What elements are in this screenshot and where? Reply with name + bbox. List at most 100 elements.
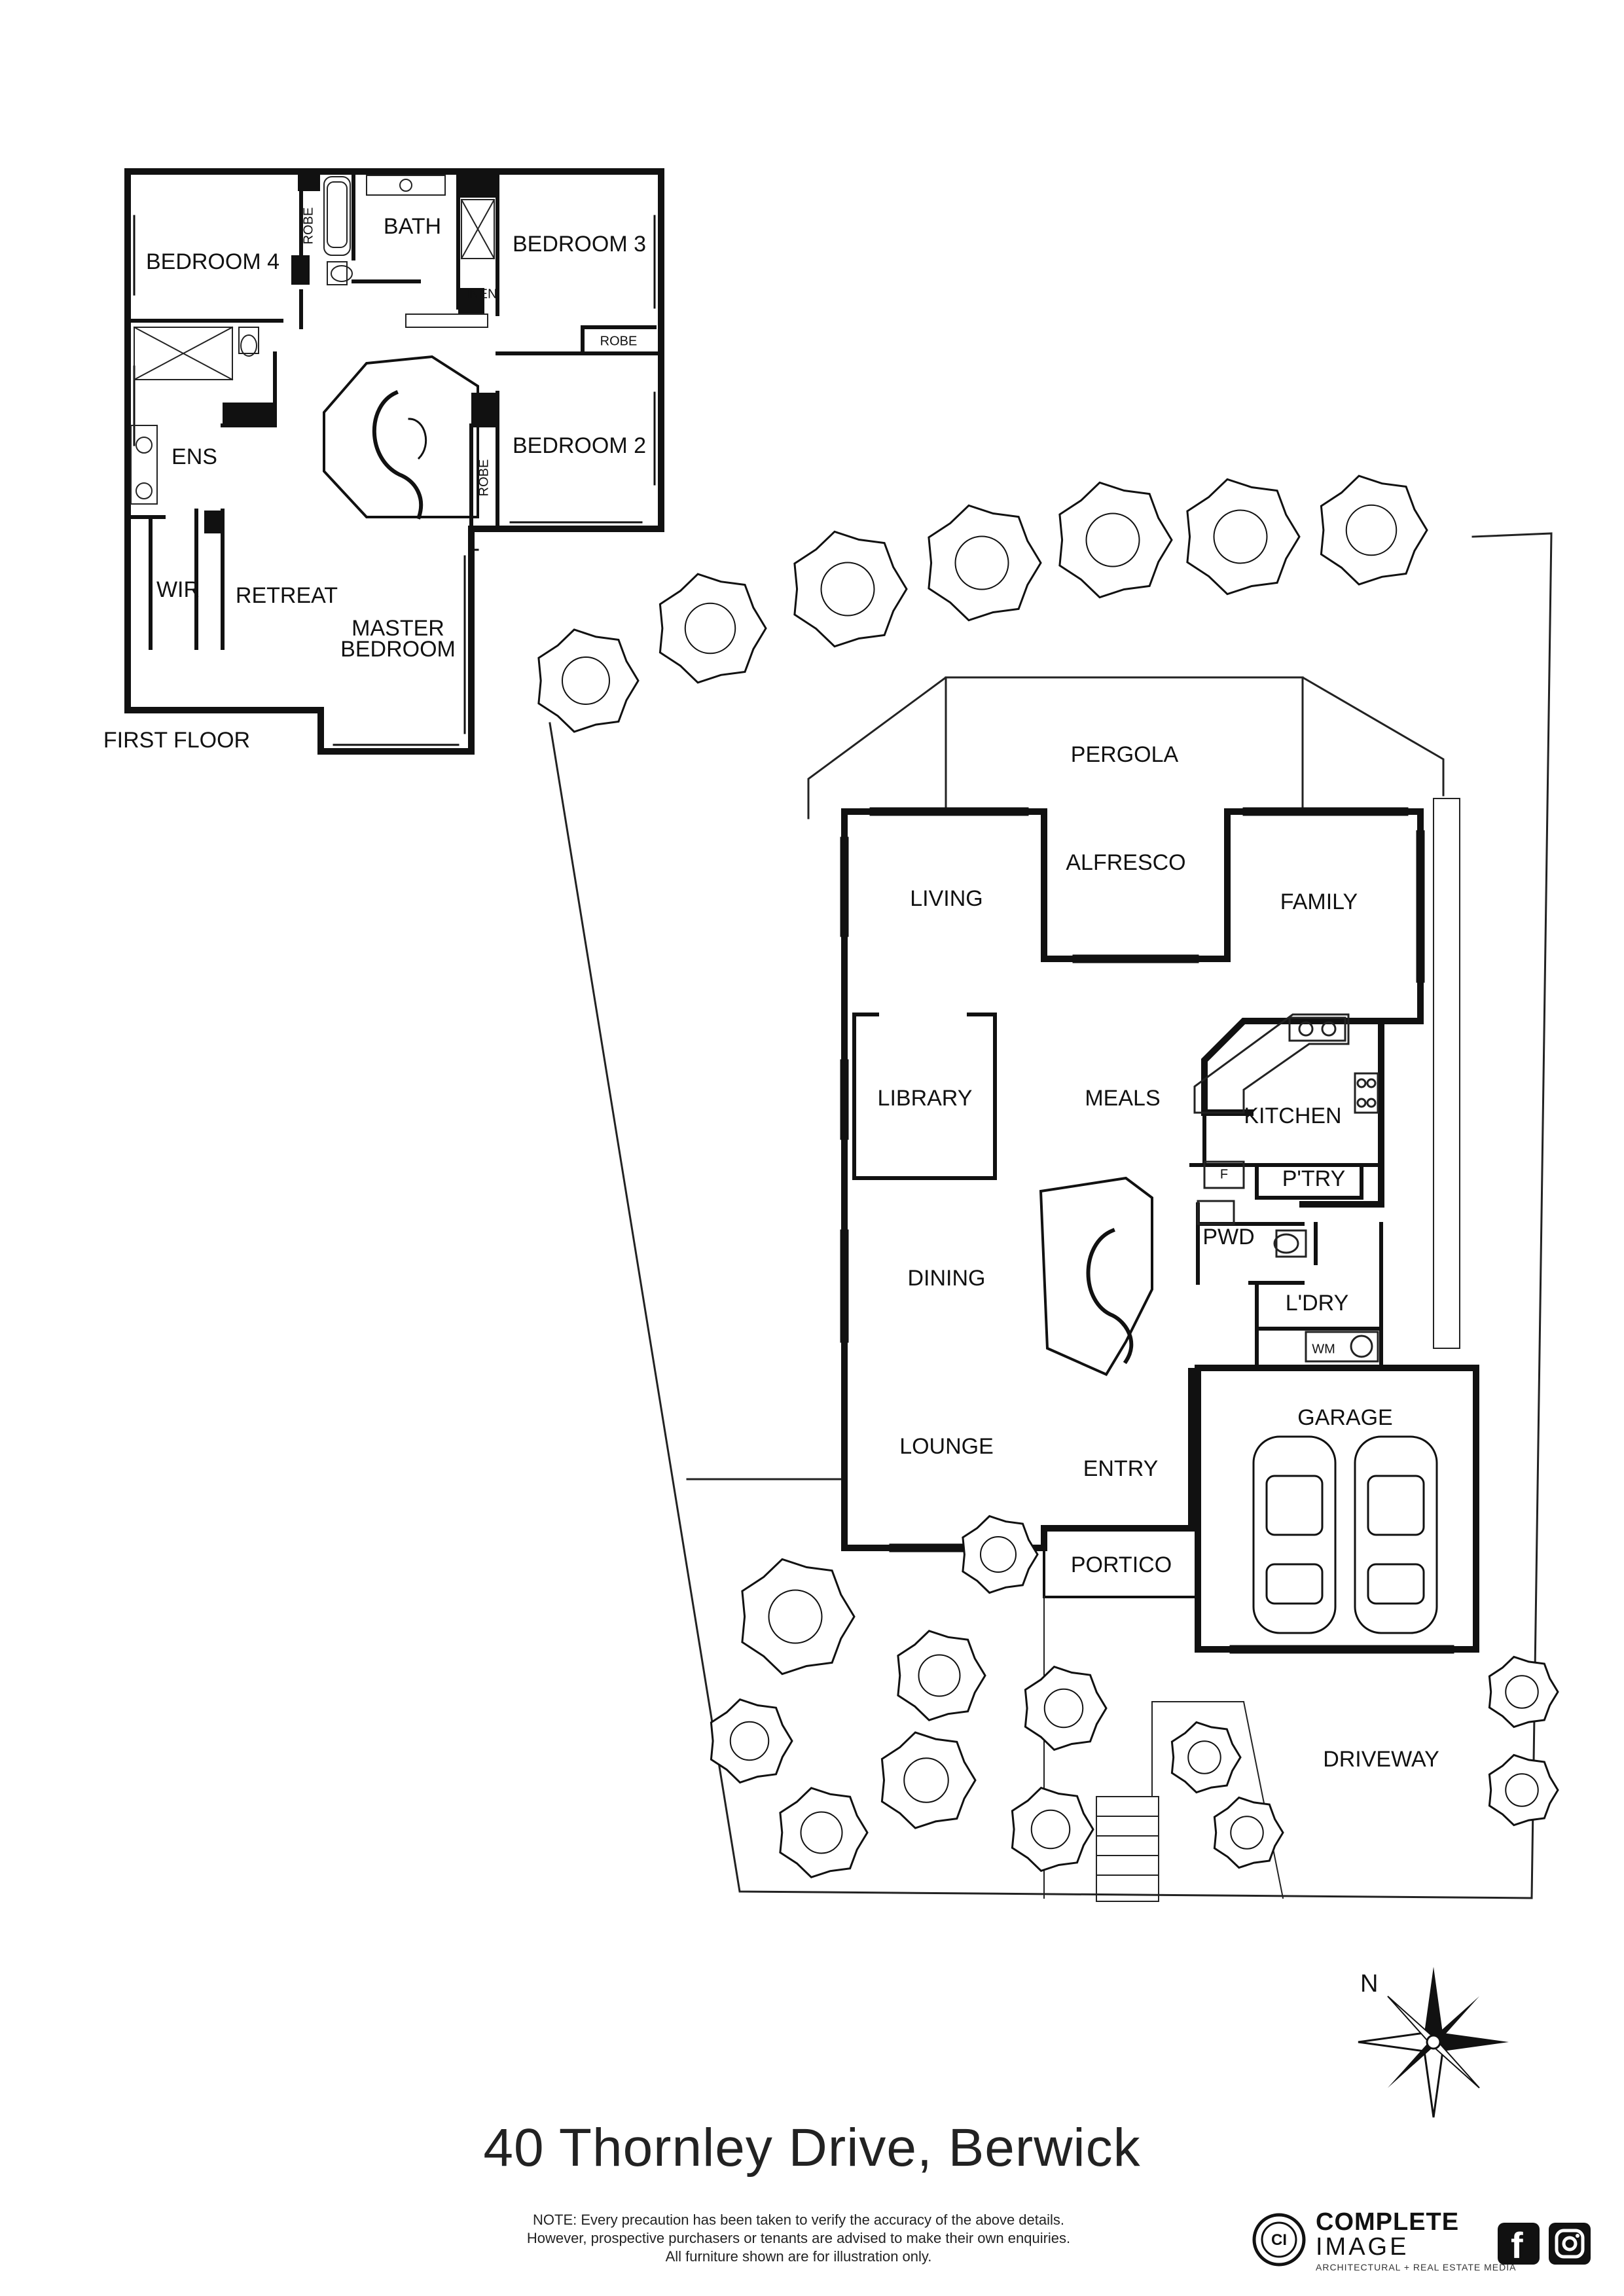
tree-canopy-inner <box>684 602 736 655</box>
label-linen: LINEN <box>459 287 497 301</box>
label-robe-bed4: ROBE <box>301 207 316 245</box>
label-pwd: PWD <box>1202 1225 1254 1249</box>
brand-name-line2: IMAGE <box>1316 2233 1409 2261</box>
tree-canopy <box>1320 475 1428 586</box>
label-entry: ENTRY <box>1083 1456 1159 1481</box>
brand-logo-icon: CI <box>1252 2213 1306 2267</box>
disclaimer-line3: All furniture shown are for illustration… <box>665 2248 932 2265</box>
brand-logo-text: CI <box>1271 2231 1287 2249</box>
tree-canopy <box>741 1558 856 1676</box>
label-bedroom3: BEDROOM 3 <box>513 232 646 257</box>
compass-rose <box>1358 1967 1509 2118</box>
tree-canopy <box>1488 1753 1559 1827</box>
brand-block: CI COMPLETE IMAGE ARCHITECTURAL + REAL E… <box>1250 2206 1515 2278</box>
site-boundary <box>549 532 1553 1899</box>
instagram-glyph-icon <box>1555 2229 1585 2259</box>
facebook-glyph: f <box>1511 2225 1523 2266</box>
first-floor-fixtures <box>130 175 496 505</box>
pergola-outline <box>807 676 1445 819</box>
label-bath: BATH <box>384 214 441 239</box>
label-master-line2: BEDROOM <box>340 637 456 662</box>
label-master-line1: MASTER <box>352 616 444 641</box>
label-dining: DINING <box>908 1266 986 1291</box>
tree-canopy <box>779 1787 869 1878</box>
tree-canopy-inner <box>562 656 610 705</box>
label-robe-bed2: ROBE <box>477 459 491 497</box>
tree-canopy <box>659 573 767 684</box>
label-lounge: LOUNGE <box>899 1434 994 1459</box>
first-floor-wall-blocks <box>204 171 497 533</box>
label-wm: WM <box>1312 1342 1335 1356</box>
tree-canopy-inner <box>954 535 1009 590</box>
tree-canopy-inner <box>820 562 875 617</box>
ground-floor-interior-walls <box>852 1013 1383 1370</box>
label-wir: WIR <box>156 577 200 602</box>
label-portico: PORTICO <box>1071 1552 1172 1577</box>
instagram-icon[interactable] <box>1549 2223 1591 2265</box>
label-family: FAMILY <box>1280 889 1358 914</box>
tree-canopy-inner <box>1345 504 1398 556</box>
disclaimer-line1: NOTE: Every precaution has been taken to… <box>533 2212 1064 2228</box>
tree-canopy-inner <box>1030 1809 1071 1850</box>
label-bedroom4: BEDROOM 4 <box>146 249 280 274</box>
garage-cars <box>1252 1435 1438 1634</box>
first-floor-caption: FIRST FLOOR <box>103 728 250 753</box>
brand-name-line1: COMPLETE <box>1316 2208 1460 2236</box>
label-meals: MEALS <box>1085 1086 1160 1111</box>
label-garage: GARAGE <box>1297 1405 1392 1430</box>
ground-floor-spiral-stair <box>1039 1176 1153 1376</box>
tree-canopy-inner <box>1505 1675 1539 1709</box>
front-steps <box>1043 1596 1284 1902</box>
label-living: LIVING <box>910 886 983 911</box>
label-bedroom2: BEDROOM 2 <box>513 433 646 458</box>
brand-tagline: ARCHITECTURAL + REAL ESTATE MEDIA <box>1316 2262 1517 2272</box>
side-paving <box>1433 798 1460 1349</box>
tree-canopy <box>710 1698 793 1784</box>
tree-canopy-inner <box>903 1757 949 1803</box>
tree-canopy <box>928 504 1042 622</box>
room-labels: BEDROOM 4 BATH BEDROOM 3 ROBE LINEN ROBE… <box>103 207 1439 1772</box>
tree-canopy <box>962 1515 1039 1594</box>
first-floor-plan <box>124 168 664 755</box>
first-floor-windows <box>126 215 662 753</box>
tree-canopy-inner <box>1505 1773 1539 1807</box>
tree-canopy <box>1011 1786 1094 1873</box>
tree-canopy <box>1058 481 1173 599</box>
tree-canopy <box>1488 1655 1559 1729</box>
label-retreat: RETREAT <box>236 583 338 608</box>
ground-floor-outer-wall <box>841 808 1424 1208</box>
tree-canopy-inner <box>729 1721 770 1761</box>
tree-canopy-inner <box>1085 512 1140 567</box>
label-robe-bed3: ROBE <box>600 334 638 348</box>
ground-floor-windows <box>840 807 1454 1654</box>
label-driveway: DRIVEWAY <box>1323 1747 1439 1772</box>
tree-canopy-inner <box>768 1589 823 1644</box>
garage-wall <box>1195 1365 1479 1653</box>
label-pergola: PERGOLA <box>1071 742 1179 767</box>
disclaimer-line2: However, prospective purchasers or tenan… <box>526 2230 1071 2246</box>
tree-canopy <box>537 628 640 733</box>
tree-canopy <box>1213 1796 1284 1869</box>
ground-floor-plan <box>549 532 1553 1902</box>
kitchen-bench <box>1193 1013 1379 1363</box>
label-library: LIBRARY <box>878 1086 973 1111</box>
label-alfresco: ALFRESCO <box>1066 850 1185 875</box>
tree-canopy <box>897 1630 986 1721</box>
landscape-trees <box>537 475 1559 1878</box>
tree-canopy <box>880 1731 977 1829</box>
first-floor-spiral-stair <box>323 355 479 520</box>
tree-canopy-inner <box>1230 1816 1264 1850</box>
tree-canopy <box>1186 478 1301 596</box>
tree-canopy <box>1170 1721 1242 1794</box>
label-kitchen: KITCHEN <box>1244 1103 1341 1128</box>
facebook-icon[interactable]: f <box>1498 2223 1540 2266</box>
tree-canopy <box>1024 1665 1108 1751</box>
tree-canopy-inner <box>1187 1740 1221 1774</box>
tree-canopy-inner <box>800 1811 843 1854</box>
disclaimer-note: NOTE: Every precaution has been taken to… <box>406 2211 1191 2266</box>
tree-canopy <box>793 530 908 648</box>
label-fridge: F <box>1220 1167 1228 1181</box>
label-pantry: P'TRY <box>1282 1166 1346 1191</box>
tree-canopy-inner <box>980 1536 1017 1573</box>
